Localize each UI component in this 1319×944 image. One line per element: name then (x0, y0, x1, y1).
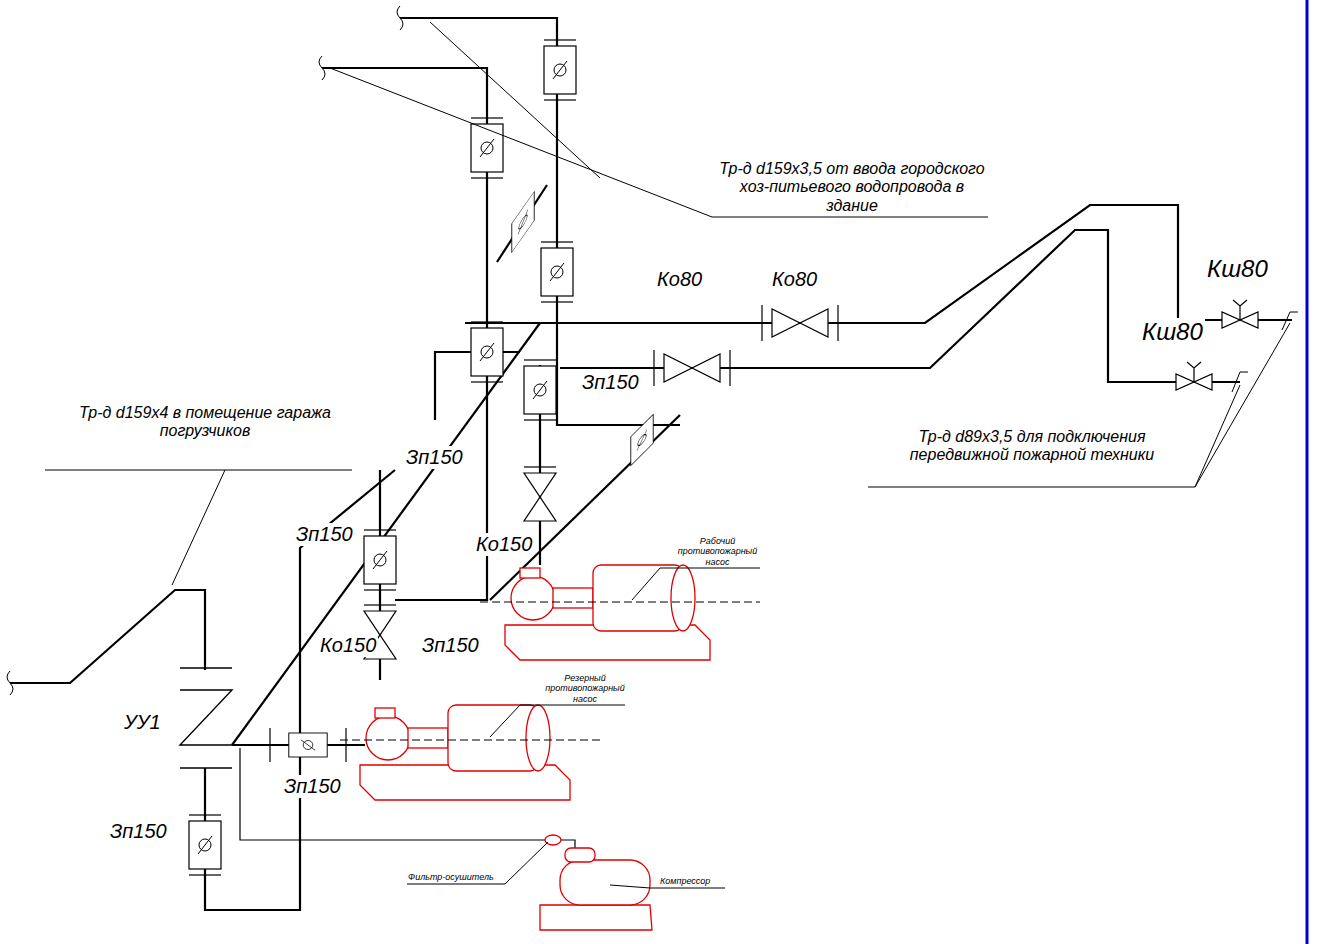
pipes (10, 18, 1292, 910)
pipe-note: Тр-д d159x3,5 от ввода городского хоз-пи… (712, 160, 992, 215)
valve-tag: Зп150 (420, 634, 481, 657)
compressor (540, 835, 652, 930)
outlet-pipe (560, 230, 1240, 382)
equipment-label: Компрессор (660, 876, 710, 886)
pump-working (505, 565, 710, 660)
bypass-pipe (497, 185, 547, 262)
garage-pipe (10, 590, 205, 683)
outlet-pipe (465, 205, 1292, 323)
valve-tag: Ко80 (770, 268, 819, 291)
equipment-label: Резерный противопожарный насос (540, 673, 630, 704)
equipment (360, 565, 710, 930)
valve-tag: УУ1 (122, 711, 163, 734)
valves (180, 40, 1258, 875)
riser-pipe (322, 68, 487, 600)
pump-reserve (360, 705, 570, 800)
pipe-breaks (7, 6, 1298, 695)
valve-tag: Кш80 (1140, 318, 1205, 346)
pipe-note: Тр-д d89x3,5 для подключения передвижной… (872, 428, 1192, 465)
valve-tag: Зп150 (108, 820, 169, 843)
header-pipe (232, 323, 540, 745)
valve-tag: Зп150 (282, 775, 343, 798)
equipment-label: Фильтр-осушитель (408, 872, 494, 882)
riser-pipe (400, 18, 680, 425)
valve-tag: Ко150 (318, 634, 378, 657)
valve-tag: Ко80 (655, 268, 704, 291)
frame-border (1306, 0, 1309, 944)
valve-tag: Зп150 (294, 523, 355, 546)
axis-lines (340, 602, 760, 740)
pipe-note: Тр-д d159x4 в помещение гаража погрузчик… (60, 404, 350, 441)
valve-tag: Зп150 (580, 371, 641, 394)
leader-lines (45, 22, 1290, 888)
valve-tag: Ко150 (474, 533, 534, 556)
valve-tag: Кш80 (1205, 255, 1270, 283)
valve-tag: Зп150 (404, 446, 465, 469)
equipment-label: Рабочий противопожарный насос (675, 536, 760, 567)
